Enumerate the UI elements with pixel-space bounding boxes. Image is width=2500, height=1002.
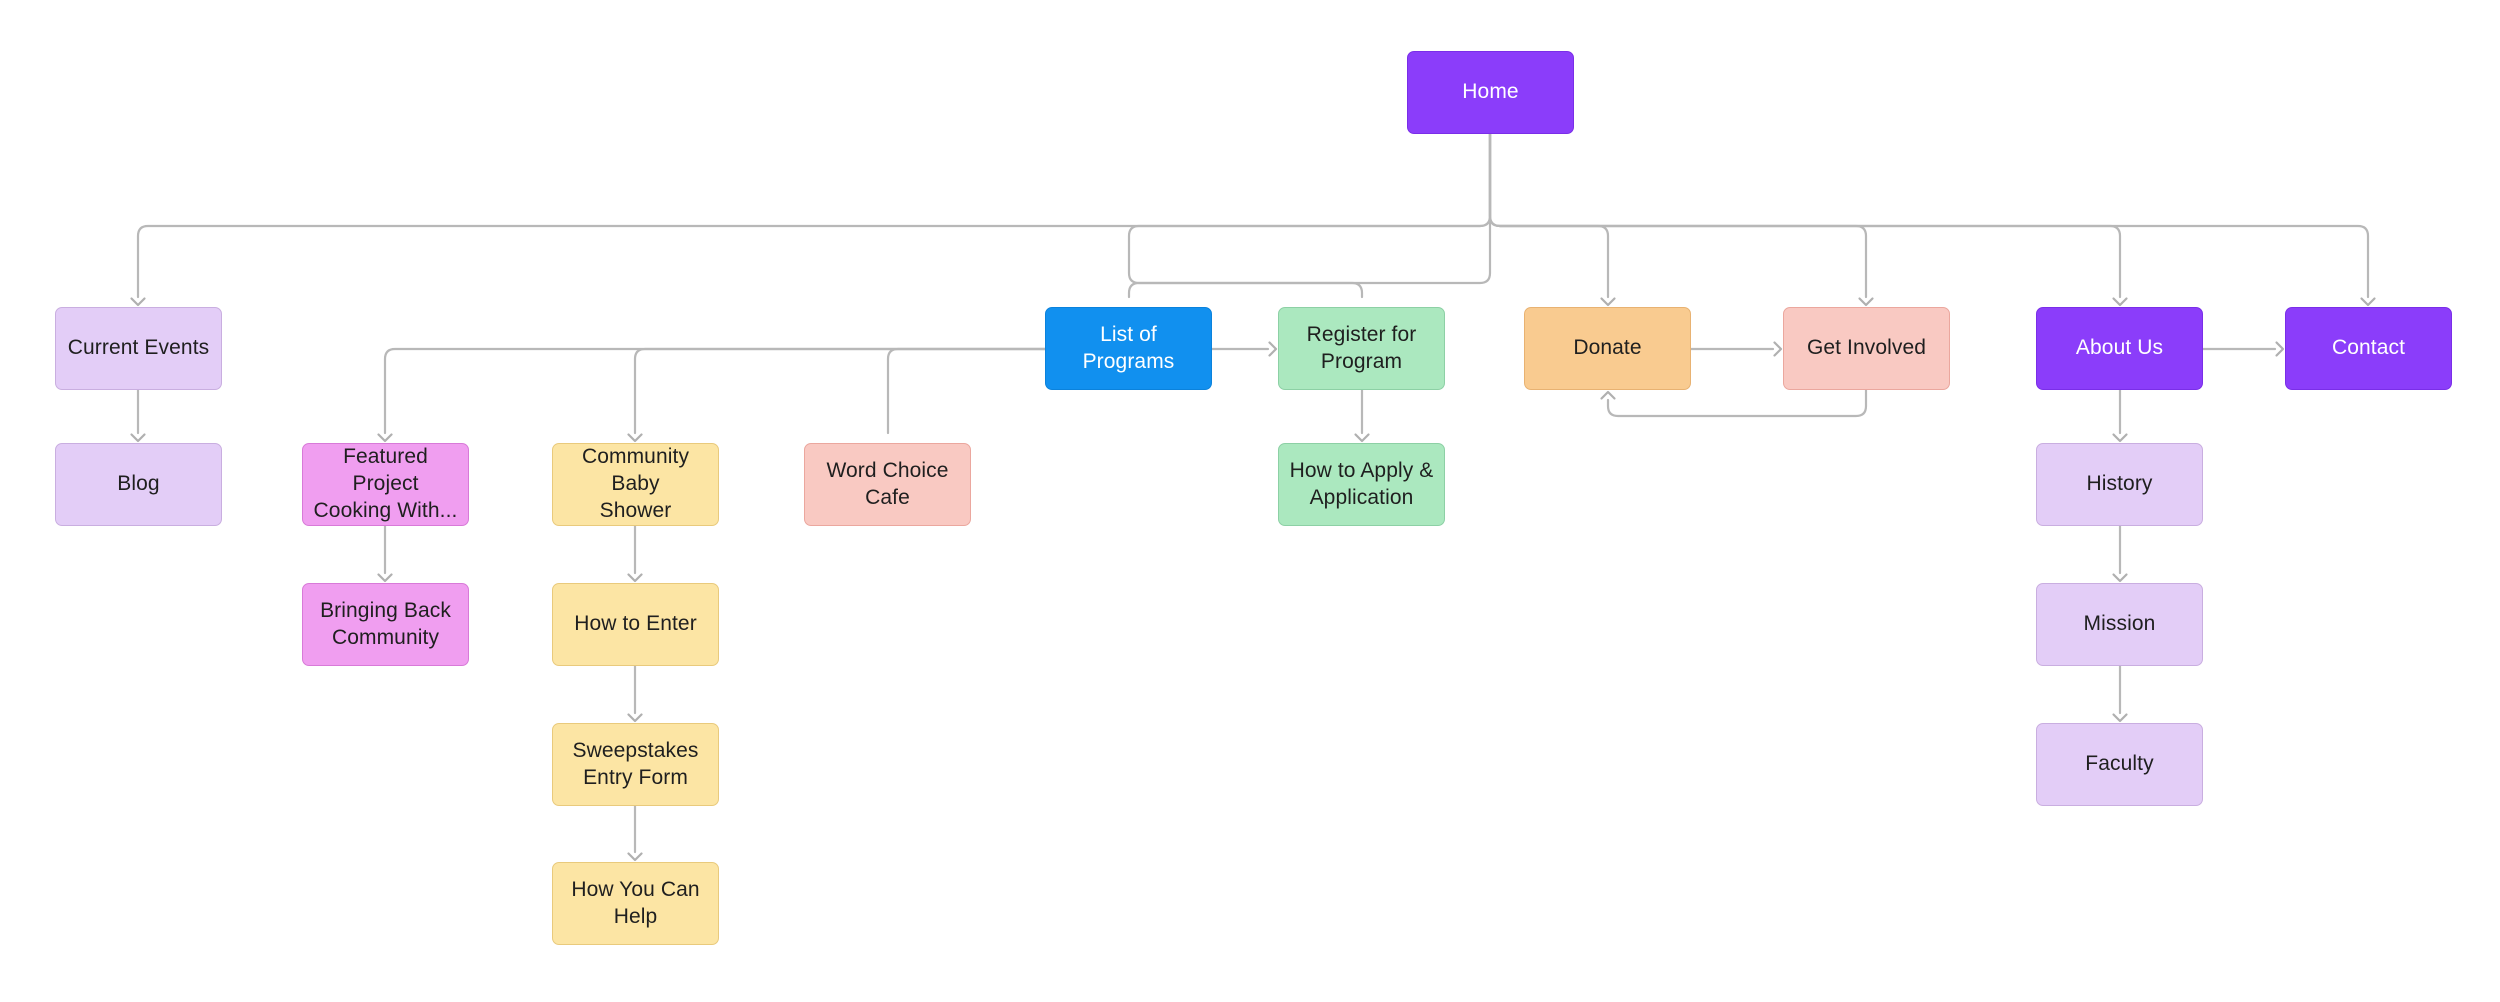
node-current-events[interactable]: Current Events <box>55 307 222 390</box>
node-label: List of Programs <box>1082 322 1175 373</box>
node-word-choice-cafe[interactable]: Word Choice Cafe <box>804 443 971 526</box>
edge-home-to-donate <box>1488 132 1610 299</box>
node-label: Mission <box>2083 612 2156 636</box>
node-faculty[interactable]: Faculty <box>2036 723 2203 806</box>
node-label: Community Baby Shower <box>581 445 690 522</box>
arrowhead-how-to-apply <box>1354 433 1370 443</box>
node-get-involved[interactable]: Get Involved <box>1783 307 1950 390</box>
arrowhead-current-events <box>130 297 146 307</box>
node-label: Faculty <box>2085 752 2154 776</box>
edge-home-to-current-events <box>136 132 1492 299</box>
arrowhead-mission <box>2112 573 2128 583</box>
arrowhead-contact <box>2360 297 2376 307</box>
arrowhead-how-you-can-help <box>627 852 643 862</box>
node-label: Current Events <box>67 336 210 360</box>
node-how-you-can-help[interactable]: How You Can Help <box>552 862 719 945</box>
node-contact[interactable]: Contact <box>2285 307 2452 390</box>
arrowhead-donate <box>1600 390 1616 400</box>
arrowhead-donate <box>1600 297 1616 307</box>
node-label: Featured Project Cooking With... <box>313 445 458 522</box>
edge-home-to-about-us <box>1488 132 2122 299</box>
edge-list-of-programs-to-featured-project <box>383 347 1047 435</box>
arrowhead-about-us <box>2112 297 2128 307</box>
arrowhead-featured-project <box>377 433 393 443</box>
arrowhead-sweepstakes <box>627 713 643 723</box>
arrowhead-get-involved <box>1773 341 1783 357</box>
arrowhead-get-involved <box>1858 297 1874 307</box>
node-home[interactable]: Home <box>1407 51 1574 134</box>
node-label: About Us <box>2075 336 2164 360</box>
edge-list-of-programs-to-word-choice-cafe <box>886 347 1047 435</box>
node-history[interactable]: History <box>2036 443 2203 526</box>
node-label: Bringing Back Community <box>320 598 451 649</box>
node-label: Home <box>1462 80 1519 104</box>
arrowhead-how-to-enter <box>627 573 643 583</box>
node-label: Register for Program <box>1306 322 1417 373</box>
node-label: How You Can Help <box>571 877 700 928</box>
edge-home-to-list-of-programs <box>1127 132 1492 299</box>
arrowhead-faculty <box>2112 713 2128 723</box>
edge-get-involved-to-donate <box>1606 388 1868 418</box>
node-list-of-programs[interactable]: List of Programs <box>1045 307 1212 390</box>
arrowhead-bringing-back <box>377 573 393 583</box>
arrowhead-blog <box>130 433 146 443</box>
node-sweepstakes[interactable]: Sweepstakes Entry Form <box>552 723 719 806</box>
edge-home-to-contact <box>1488 132 2370 299</box>
node-label: Blog <box>117 472 160 496</box>
edge-home-to-get-involved <box>1488 132 1868 299</box>
node-mission[interactable]: Mission <box>2036 583 2203 666</box>
node-label: Get Involved <box>1806 336 1927 360</box>
node-label: How to Apply & Application <box>1289 458 1434 509</box>
node-label: Sweepstakes Entry Form <box>572 738 699 789</box>
node-label: History <box>2086 472 2153 496</box>
edge-home-to-register-program <box>1127 132 1492 299</box>
node-bringing-back[interactable]: Bringing Back Community <box>302 583 469 666</box>
node-how-to-apply[interactable]: How to Apply & Application <box>1278 443 1445 526</box>
node-label: Contact <box>2331 336 2406 360</box>
arrowhead-history <box>2112 433 2128 443</box>
arrowhead-contact <box>2275 341 2285 357</box>
edge-list-of-programs-to-community-baby <box>633 347 1047 435</box>
node-label: Donate <box>1573 336 1642 360</box>
node-donate[interactable]: Donate <box>1524 307 1691 390</box>
arrowhead-community-baby <box>627 433 643 443</box>
node-how-to-enter[interactable]: How to Enter <box>552 583 719 666</box>
node-label: Word Choice Cafe <box>826 458 949 509</box>
node-about-us[interactable]: About Us <box>2036 307 2203 390</box>
node-register-program[interactable]: Register for Program <box>1278 307 1445 390</box>
arrowhead-register-program <box>1268 341 1278 357</box>
node-featured-project[interactable]: Featured Project Cooking With... <box>302 443 469 526</box>
node-community-baby[interactable]: Community Baby Shower <box>552 443 719 526</box>
node-label: How to Enter <box>574 612 697 636</box>
node-blog[interactable]: Blog <box>55 443 222 526</box>
